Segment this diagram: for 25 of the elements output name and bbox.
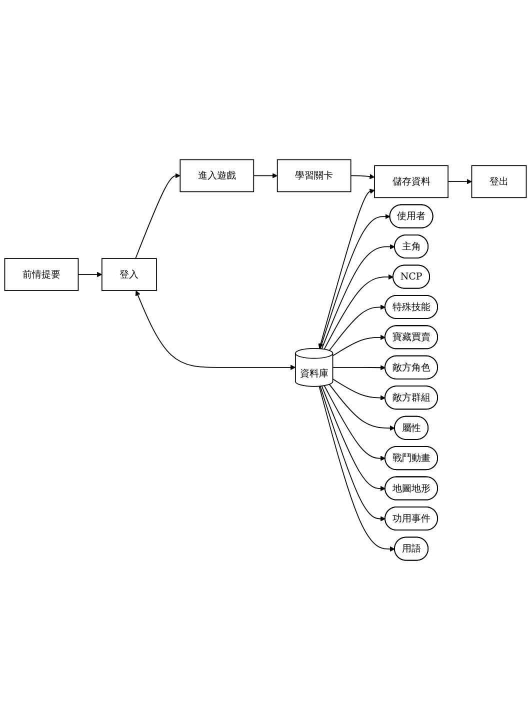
arrow xyxy=(78,272,102,278)
arrow xyxy=(448,179,472,184)
arrow xyxy=(321,244,395,350)
node-box: 儲存資料 xyxy=(374,165,448,198)
arrow xyxy=(135,173,180,259)
node-box: 登入 xyxy=(102,258,157,291)
arrow xyxy=(318,386,395,552)
node-box: 進入遊戲 xyxy=(180,159,254,192)
arrow xyxy=(320,386,386,522)
arrow xyxy=(253,173,278,178)
node-box: 學習關卡 xyxy=(276,159,352,192)
arrow xyxy=(321,386,386,492)
arrow xyxy=(350,174,375,180)
arrow xyxy=(332,365,386,370)
arrow xyxy=(135,290,296,370)
arrow xyxy=(324,385,386,461)
node-box: 登出 xyxy=(471,165,527,198)
arrow xyxy=(320,214,390,350)
arrow xyxy=(328,304,386,351)
arrow xyxy=(332,378,386,400)
arrow xyxy=(324,274,394,350)
arrow xyxy=(328,384,395,431)
arrow xyxy=(332,334,386,356)
node-box: 前情提要 xyxy=(4,258,79,291)
arrow xyxy=(318,188,375,349)
